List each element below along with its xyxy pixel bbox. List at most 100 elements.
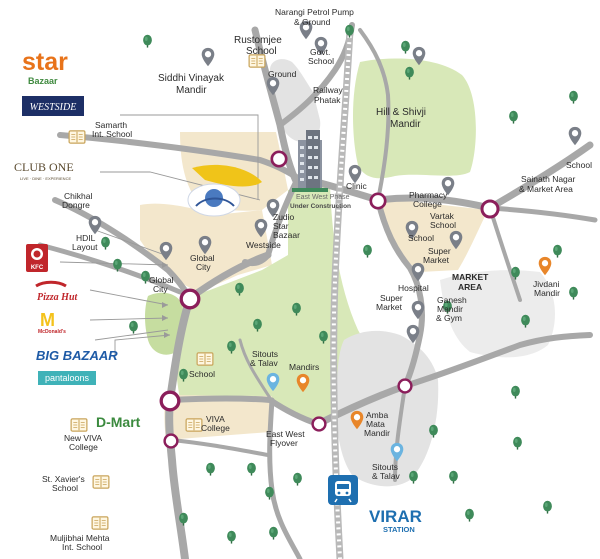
big-bazaar-logo: BIG BAZAAR — [36, 348, 118, 363]
svg-text:Under Construction: Under Construction — [290, 203, 351, 210]
label-rustomjee: Rustomjee — [234, 35, 282, 46]
label-school-low: School — [189, 369, 215, 379]
svg-text:Mata: Mata — [366, 419, 385, 429]
svg-text:BIG BAZAAR: BIG BAZAAR — [36, 348, 118, 363]
label-muljibhai: Muljibhai Mehta — [50, 533, 110, 543]
map-pin-icon — [568, 126, 582, 146]
site-building-icon — [292, 130, 328, 192]
label-pharmacy: Pharmacy — [409, 190, 448, 200]
pantaloons-logo: pantaloons — [38, 371, 96, 385]
tree-icon — [409, 470, 418, 484]
svg-text:City: City — [153, 284, 168, 294]
svg-text:Mandir: Mandir — [176, 85, 207, 96]
label-ganesh: Ganesh — [437, 295, 467, 305]
junction-circle-icon — [311, 416, 327, 432]
svg-text:Mandir: Mandir — [437, 304, 463, 314]
svg-text:Bazaar: Bazaar — [273, 230, 300, 240]
tree-icon — [569, 90, 578, 104]
tree-icon — [513, 436, 522, 450]
svg-text:AREA: AREA — [458, 282, 482, 292]
virar-station[interactable]: VIRAR STATION — [328, 475, 422, 534]
svg-text:Market: Market — [376, 302, 403, 312]
svg-text:Mandir: Mandir — [364, 428, 390, 438]
svg-text:School: School — [52, 483, 78, 493]
svg-text:LIVE · DINE · EXPERIENCE: LIVE · DINE · EXPERIENCE — [20, 176, 71, 181]
virar-label: VIRAR — [369, 507, 422, 526]
westside-logo: WESTSIDE — [22, 96, 84, 116]
junction-circle-icon — [159, 390, 181, 412]
junction-circle-icon — [480, 199, 500, 219]
svg-text:& Talav: & Talav — [250, 358, 278, 368]
club-one-logo: CLUB ONE LIVE · DINE · EXPERIENCE — [14, 160, 74, 181]
star-bazaar-logo: star Bazaar — [22, 48, 68, 86]
label-zudio: Zudio — [273, 212, 295, 222]
tree-icon — [569, 286, 578, 300]
station-label: STATION — [383, 525, 415, 534]
label-amba-mata: Amba — [366, 410, 388, 420]
hill-green-zone — [353, 58, 476, 179]
east-grey-zone — [440, 270, 555, 358]
book-icon — [70, 418, 88, 432]
book-icon — [91, 516, 109, 530]
tree-icon — [129, 320, 138, 334]
tree-icon — [449, 470, 458, 484]
svg-text:Mandir: Mandir — [534, 288, 560, 298]
svg-text:Flyover: Flyover — [270, 438, 298, 448]
map-pin-icon — [201, 47, 215, 67]
label-mandirs: Mandirs — [289, 362, 319, 372]
junction-circle-icon — [179, 288, 201, 310]
svg-text:School: School — [308, 56, 334, 66]
pizza-hut-logo: Pizza Hut — [35, 280, 79, 303]
svg-text:Star: Star — [273, 221, 289, 231]
west-green-blob — [145, 292, 183, 355]
label-govt-school: Govt. — [310, 47, 330, 57]
label-westside: Westside — [246, 240, 281, 250]
label-east-west-flyover: East West — [266, 429, 305, 439]
svg-text:& Gym: & Gym — [436, 313, 462, 323]
book-icon — [92, 475, 110, 489]
kfc-logo: KFC — [26, 244, 48, 272]
junction-circle-icon — [163, 433, 179, 449]
tree-icon — [509, 110, 518, 124]
svg-text:City: City — [196, 262, 211, 272]
label-railway-phatak: Railway — [313, 85, 344, 95]
railway-line — [330, 29, 354, 559]
svg-text:Int. School: Int. School — [62, 542, 102, 552]
junction-circle-icon — [270, 150, 288, 168]
tree-icon — [101, 236, 110, 250]
tree-icon — [465, 508, 474, 522]
svg-text:WESTSIDE: WESTSIDE — [30, 102, 77, 113]
svg-text:Layout: Layout — [72, 242, 98, 252]
pointer-arrows — [162, 262, 170, 338]
map-pin-icon — [538, 256, 552, 276]
label-viva-college: VIVA — [206, 414, 225, 424]
svg-text:star: star — [22, 48, 68, 76]
tree-icon — [363, 244, 372, 258]
label-vartak: Vartak — [430, 211, 455, 221]
label-sainath: Sainath Nagar — [521, 174, 576, 184]
svg-text:College: College — [69, 442, 98, 452]
svg-text:Bazaar: Bazaar — [28, 76, 58, 86]
tree-icon — [293, 472, 302, 486]
svg-text:CLUB ONE: CLUB ONE — [14, 160, 74, 174]
junction-circle-icon — [369, 192, 387, 210]
tree-icon — [269, 526, 278, 540]
svg-text:College: College — [413, 199, 442, 209]
svg-text:Dongre: Dongre — [62, 200, 90, 210]
map-labels: Narangi Petrol Pump & Ground Rustomjee S… — [42, 7, 592, 552]
dmart-logo: D-Mart — [96, 414, 141, 430]
junction-circle-icon — [397, 378, 413, 394]
svg-text:D-Mart: D-Mart — [96, 414, 141, 430]
svg-text:Pizza Hut: Pizza Hut — [37, 292, 79, 303]
label-hospital: Hospital — [398, 283, 429, 293]
label-hdil: HDIL — [76, 233, 96, 243]
label-chikhal: Chikhal — [64, 191, 92, 201]
label-narangi: Narangi Petrol Pump — [275, 7, 354, 17]
tree-icon — [543, 500, 552, 514]
svg-text:& Ground: & Ground — [294, 17, 331, 27]
label-global-city: Global — [190, 253, 215, 263]
svg-text:College: College — [201, 423, 230, 433]
svg-text:Market: Market — [423, 255, 450, 265]
label-jivdani: Jivdani — [533, 279, 560, 289]
